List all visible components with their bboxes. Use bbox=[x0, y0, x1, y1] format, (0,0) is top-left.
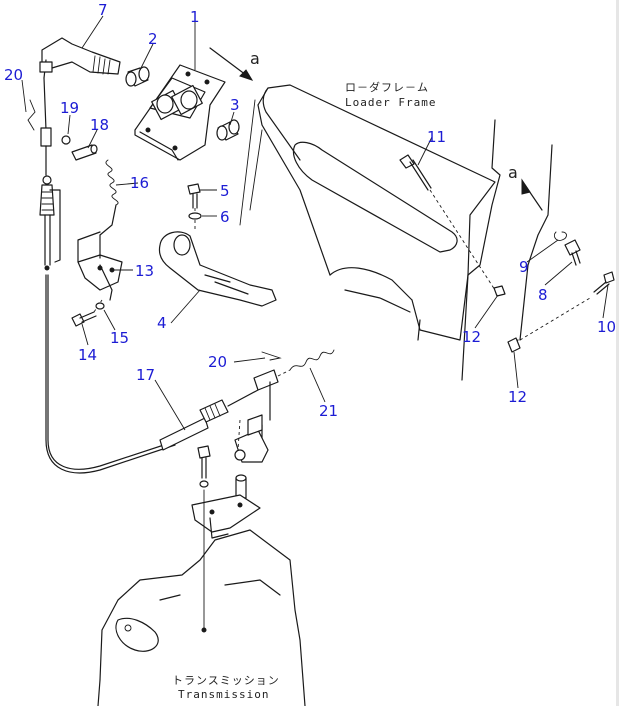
transmission-label-jp: トランスミッション bbox=[172, 674, 280, 687]
bolt-10 bbox=[593, 271, 615, 295]
lever-knob-7 bbox=[39, 37, 121, 79]
callout-17: 17 bbox=[136, 366, 155, 384]
cotter-20-left bbox=[27, 99, 36, 131]
transmission-drawing bbox=[97, 529, 306, 706]
callout-10: 10 bbox=[597, 318, 616, 336]
bushing-2 bbox=[125, 66, 150, 87]
link-bracket bbox=[234, 381, 271, 463]
leader-lines bbox=[21, 15, 609, 431]
clip-9 bbox=[553, 231, 567, 241]
pin-18 bbox=[71, 144, 98, 161]
spring-16 bbox=[99, 159, 119, 236]
bracket-13 bbox=[77, 231, 123, 301]
arrow-label-a-top: a bbox=[250, 49, 260, 68]
callout-12-lower: 12 bbox=[508, 388, 527, 406]
washer-19 bbox=[61, 135, 71, 145]
arrow-a-right: a bbox=[508, 163, 543, 211]
cotter-20-middle bbox=[261, 351, 282, 361]
callout-8: 8 bbox=[538, 286, 548, 304]
nut-12-upper bbox=[429, 189, 506, 297]
callout-numbers: 1 2 3 4 5 6 7 8 9 10 11 12 12 13 14 15 1… bbox=[4, 1, 616, 420]
callout-5: 5 bbox=[220, 182, 230, 200]
bolt-8 bbox=[564, 239, 581, 266]
callout-3: 3 bbox=[230, 96, 240, 114]
callout-7: 7 bbox=[98, 1, 108, 19]
loader-frame-label-en: Loader Frame bbox=[345, 96, 436, 109]
washer-6 bbox=[188, 212, 202, 220]
nut-12-lower bbox=[507, 337, 521, 353]
bolt-5 bbox=[187, 183, 201, 230]
control-cable-17 bbox=[45, 189, 279, 474]
washer-15 bbox=[95, 302, 105, 310]
arrow-a-top: a bbox=[209, 47, 260, 81]
callout-18: 18 bbox=[90, 116, 109, 134]
callout-12-upper: 12 bbox=[462, 328, 481, 346]
callout-13: 13 bbox=[135, 262, 154, 280]
mounting-bracket bbox=[191, 445, 261, 631]
callout-4: 4 bbox=[157, 314, 167, 332]
callout-11: 11 bbox=[427, 128, 446, 146]
callout-20-left: 20 bbox=[4, 66, 23, 84]
transmission-label-en: Transmission bbox=[178, 688, 269, 701]
bushing-3 bbox=[216, 119, 240, 141]
callout-2: 2 bbox=[148, 30, 158, 48]
callout-19: 19 bbox=[60, 99, 79, 117]
loader-frame-label-jp: ロ－ダフレ－ム bbox=[345, 80, 429, 94]
bolt-11 bbox=[399, 154, 432, 191]
callout-20-middle: 20 bbox=[208, 353, 227, 371]
callout-14: 14 bbox=[78, 346, 97, 364]
arrow-label-a-right: a bbox=[508, 163, 518, 182]
callout-21: 21 bbox=[319, 402, 338, 420]
callout-6: 6 bbox=[220, 208, 230, 226]
callout-15: 15 bbox=[110, 329, 129, 347]
lever-4 bbox=[158, 231, 277, 307]
callout-9: 9 bbox=[519, 258, 529, 276]
spring-21 bbox=[277, 349, 335, 377]
loader-frame-drawing bbox=[239, 84, 501, 381]
bolt-14 bbox=[71, 299, 103, 327]
control-rod bbox=[39, 77, 55, 271]
callout-1: 1 bbox=[190, 8, 200, 26]
callout-16: 16 bbox=[130, 174, 149, 192]
bracket-1 bbox=[134, 64, 226, 161]
